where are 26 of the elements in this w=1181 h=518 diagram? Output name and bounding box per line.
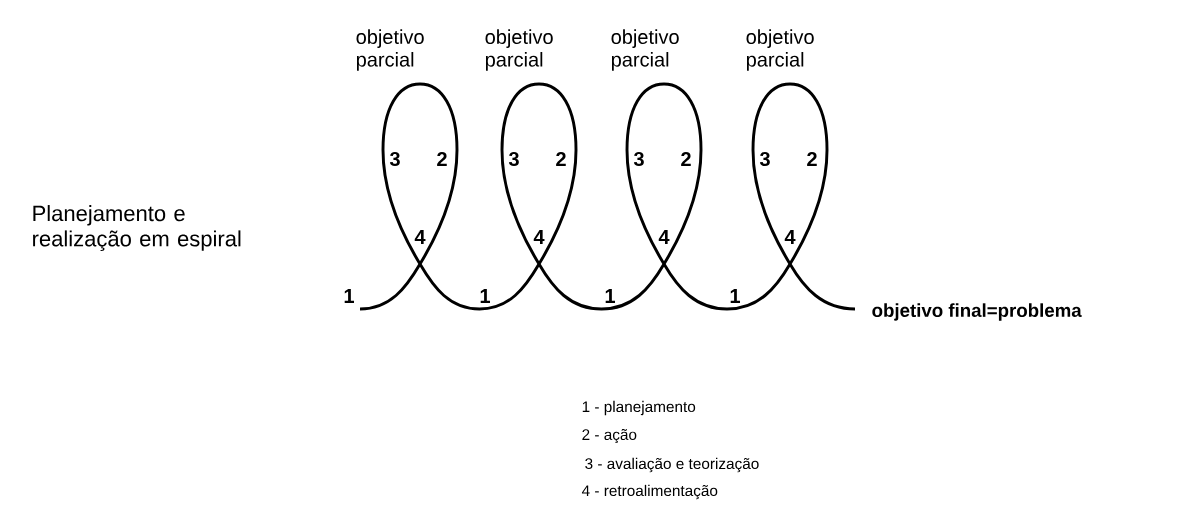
stage-number: 1 (605, 289, 615, 303)
goal-label: objetivo parcial (485, 29, 553, 71)
key-entry: 3 - avaliação e teorização (585, 457, 759, 473)
key-entry: 1 - planejamento (582, 400, 696, 416)
stage-number: 4 (784, 230, 796, 244)
stage-number: 1 (730, 289, 740, 303)
stage-number: 2 (556, 152, 566, 166)
side-title: Planejamento e realização em espiral (33, 205, 241, 251)
stage-number: 3 (389, 151, 400, 167)
goal-label: objetivo parcial (611, 29, 679, 71)
stage-number: 4 (658, 230, 670, 244)
stage-number: 3 (633, 151, 644, 167)
final-goal-label: objetivo final=problema (872, 303, 1082, 321)
key-entry: 2 - ação (582, 428, 637, 444)
key-entry: 4 - retroalimentação (581, 484, 718, 500)
stage-number: 1 (480, 289, 490, 303)
stage-number: 3 (759, 151, 770, 167)
stage-number: 4 (414, 230, 426, 244)
stage-number: 2 (437, 152, 447, 166)
stage-number: 3 (508, 151, 519, 167)
stage-number: 1 (344, 289, 354, 303)
goal-label: objetivo parcial (356, 29, 424, 71)
stage-number: 2 (681, 152, 691, 166)
goal-label: objetivo parcial (746, 29, 814, 71)
stage-number: 4 (533, 230, 545, 244)
stage-number: 2 (807, 152, 817, 166)
